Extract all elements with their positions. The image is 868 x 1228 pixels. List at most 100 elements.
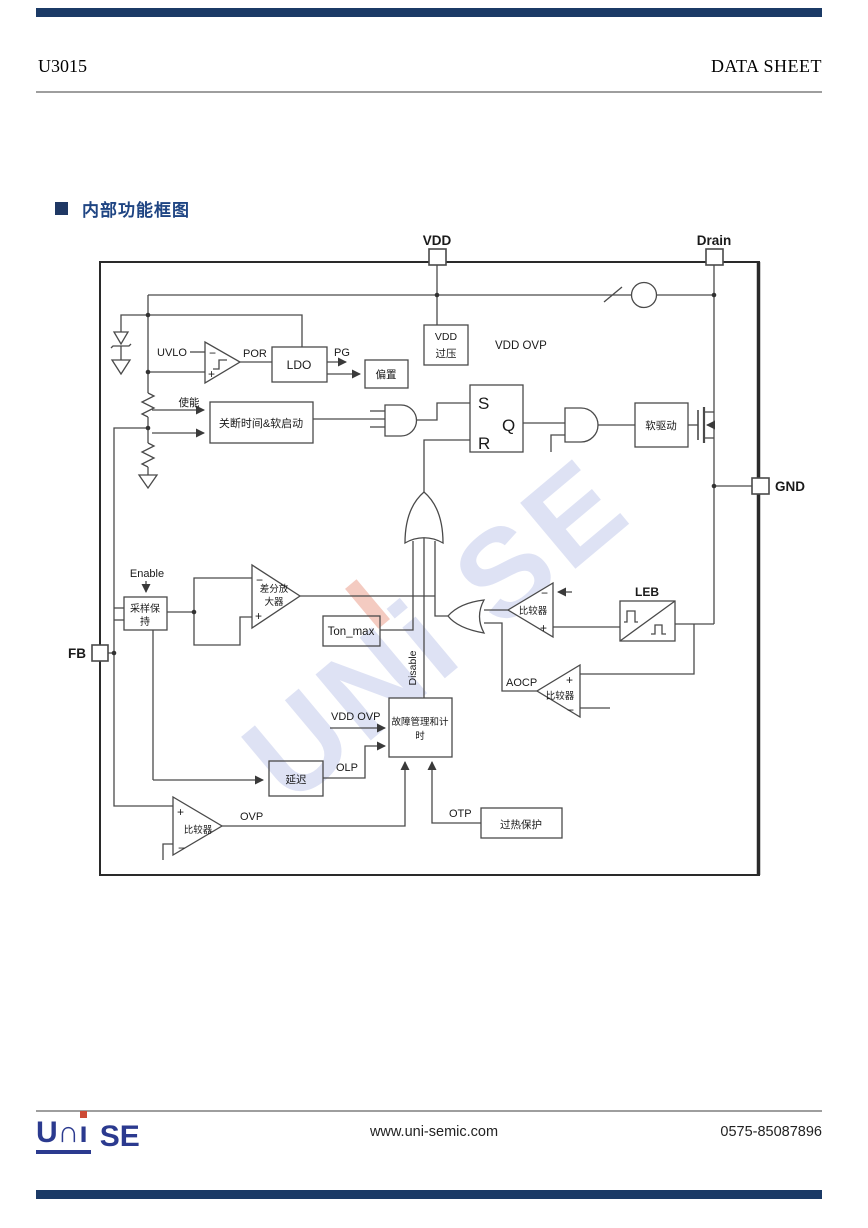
footer-website: www.uni-semic.com — [369, 1124, 499, 1140]
diagram-border — [99, 261, 761, 876]
resistor-icon — [137, 392, 159, 490]
and-gate-2 — [564, 407, 599, 443]
vdd-ov-line2: 过压 — [436, 347, 457, 360]
ground-diode-icon — [110, 359, 132, 376]
enable-cn-label: 使能 — [179, 396, 200, 409]
sample-hold-line1: 采样保 — [130, 602, 160, 615]
aocp-minus: − — [567, 703, 574, 717]
ovp-comparator-icon — [172, 795, 224, 857]
uvlo-plus: + — [208, 367, 215, 381]
diff-amp-line1: 差分放 — [260, 583, 289, 595]
bias-label: 偏置 — [376, 368, 397, 381]
uvlo-minus: − — [209, 346, 216, 360]
fb-pin-label: FB — [68, 646, 86, 661]
fault-vddovp-label: VDD OVP — [331, 711, 381, 723]
logo-letter-i: ı — [79, 1111, 88, 1148]
enable-en-label: Enable — [130, 568, 164, 580]
ovp-comp-label: 比较器 — [184, 824, 213, 836]
vdd-pin-label: VDD — [423, 233, 452, 248]
pg-label: PG — [334, 347, 350, 359]
ovp-label: OVP — [240, 811, 263, 823]
aocp-label: AOCP — [506, 677, 537, 689]
section-header: 内部功能框图 — [55, 196, 190, 221]
bias-box — [364, 359, 409, 389]
fault-line1: 故障管理和计 — [391, 716, 449, 728]
soft-drive-box — [634, 402, 689, 448]
latch-r-label: R — [478, 434, 490, 453]
aocp-comparator-icon — [535, 663, 581, 719]
junction-dots — [111, 292, 717, 656]
otp-label: OTP — [449, 808, 472, 820]
uvlo-label: UVLO — [157, 347, 187, 359]
fault-line2: 时 — [415, 730, 425, 742]
logo-letter-u: U — [36, 1116, 58, 1149]
thermal-label: 过热保护 — [500, 818, 542, 831]
leb-box — [619, 600, 676, 642]
company-logo: U ∩ ı SE — [36, 1111, 140, 1154]
vdd-ov-line1: VDD — [435, 331, 458, 343]
header-doc-type: DATA SHEET — [710, 56, 822, 76]
latch-q-label: Q — [502, 416, 515, 435]
sample-hold-box — [123, 596, 168, 631]
header-rule — [36, 91, 822, 93]
diff-amp-icon — [251, 563, 302, 630]
shutdown-label: 关断时间&软启动 — [219, 416, 303, 430]
ovp-comp-plus: + — [177, 805, 184, 819]
aocp-comp-label: 比较器 — [546, 690, 575, 702]
fault-timer-box — [388, 697, 453, 758]
por-label: POR — [243, 348, 267, 360]
cs-comparator-icon — [506, 581, 554, 639]
diagram-labels: VDD Drain GND FB UVLO − + POR LDO PG 偏置 … — [68, 233, 805, 855]
uvlo-comparator-icon — [204, 340, 242, 385]
aocp-plus: + — [566, 673, 573, 687]
latch-s-label: S — [478, 394, 489, 413]
gnd-pin-label: GND — [775, 479, 805, 494]
vdd-pin — [428, 248, 447, 266]
sample-hold-line2: 持 — [140, 615, 150, 628]
logo-letter-n: ∩ — [57, 1116, 80, 1149]
diff-amp-minus: − — [256, 573, 263, 587]
drain-pin — [705, 248, 724, 266]
drain-pin-label: Drain — [697, 233, 732, 248]
logo-uni: U ∩ ı — [36, 1111, 91, 1154]
and-gate-1 — [384, 404, 418, 437]
cs-comp-plus: + — [540, 621, 547, 635]
fb-pin — [91, 644, 109, 662]
ldo-box — [271, 346, 328, 383]
disable-label: Disable — [407, 650, 419, 685]
logo-red-dot-icon — [80, 1111, 88, 1118]
current-source-icon — [630, 281, 658, 309]
ton-max-label: Ton_max — [328, 626, 375, 638]
vdd-ov-box — [423, 324, 469, 366]
cs-comp-label: 比较器 — [519, 605, 548, 617]
mosfet-icon — [697, 407, 706, 443]
delay-label: 延迟 — [286, 773, 307, 786]
section-bullet-icon — [55, 202, 68, 215]
bottom-navy-bar — [36, 1190, 822, 1199]
soft-drive-label: 软驱动 — [645, 419, 677, 432]
cs-comp-minus: − — [541, 586, 548, 600]
footer-phone: 0575-85087896 — [720, 1124, 822, 1140]
wires — [108, 265, 752, 860]
ovp-comp-minus: − — [178, 841, 185, 855]
diff-amp-plus: + — [255, 609, 262, 623]
zener-diode-icon — [110, 331, 132, 349]
section-title: 内部功能框图 — [82, 201, 190, 220]
vdd-ovp-out-label: VDD OVP — [495, 340, 547, 352]
logo-se: SE — [99, 1120, 140, 1153]
diff-amp-line2: 大器 — [264, 596, 284, 608]
ldo-label: LDO — [287, 358, 312, 372]
delay-box — [268, 760, 324, 797]
leb-label: LEB — [635, 585, 659, 599]
shutdown-softstart-box — [209, 401, 314, 444]
or-gate-main — [404, 491, 444, 545]
gnd-pin — [751, 477, 770, 495]
thermal-box — [480, 807, 563, 839]
header-model: U3015 — [38, 56, 87, 76]
sr-latch-box — [469, 384, 524, 453]
footer-rule — [36, 1110, 822, 1112]
top-navy-bar — [36, 8, 822, 17]
ton-max-box — [322, 615, 381, 647]
